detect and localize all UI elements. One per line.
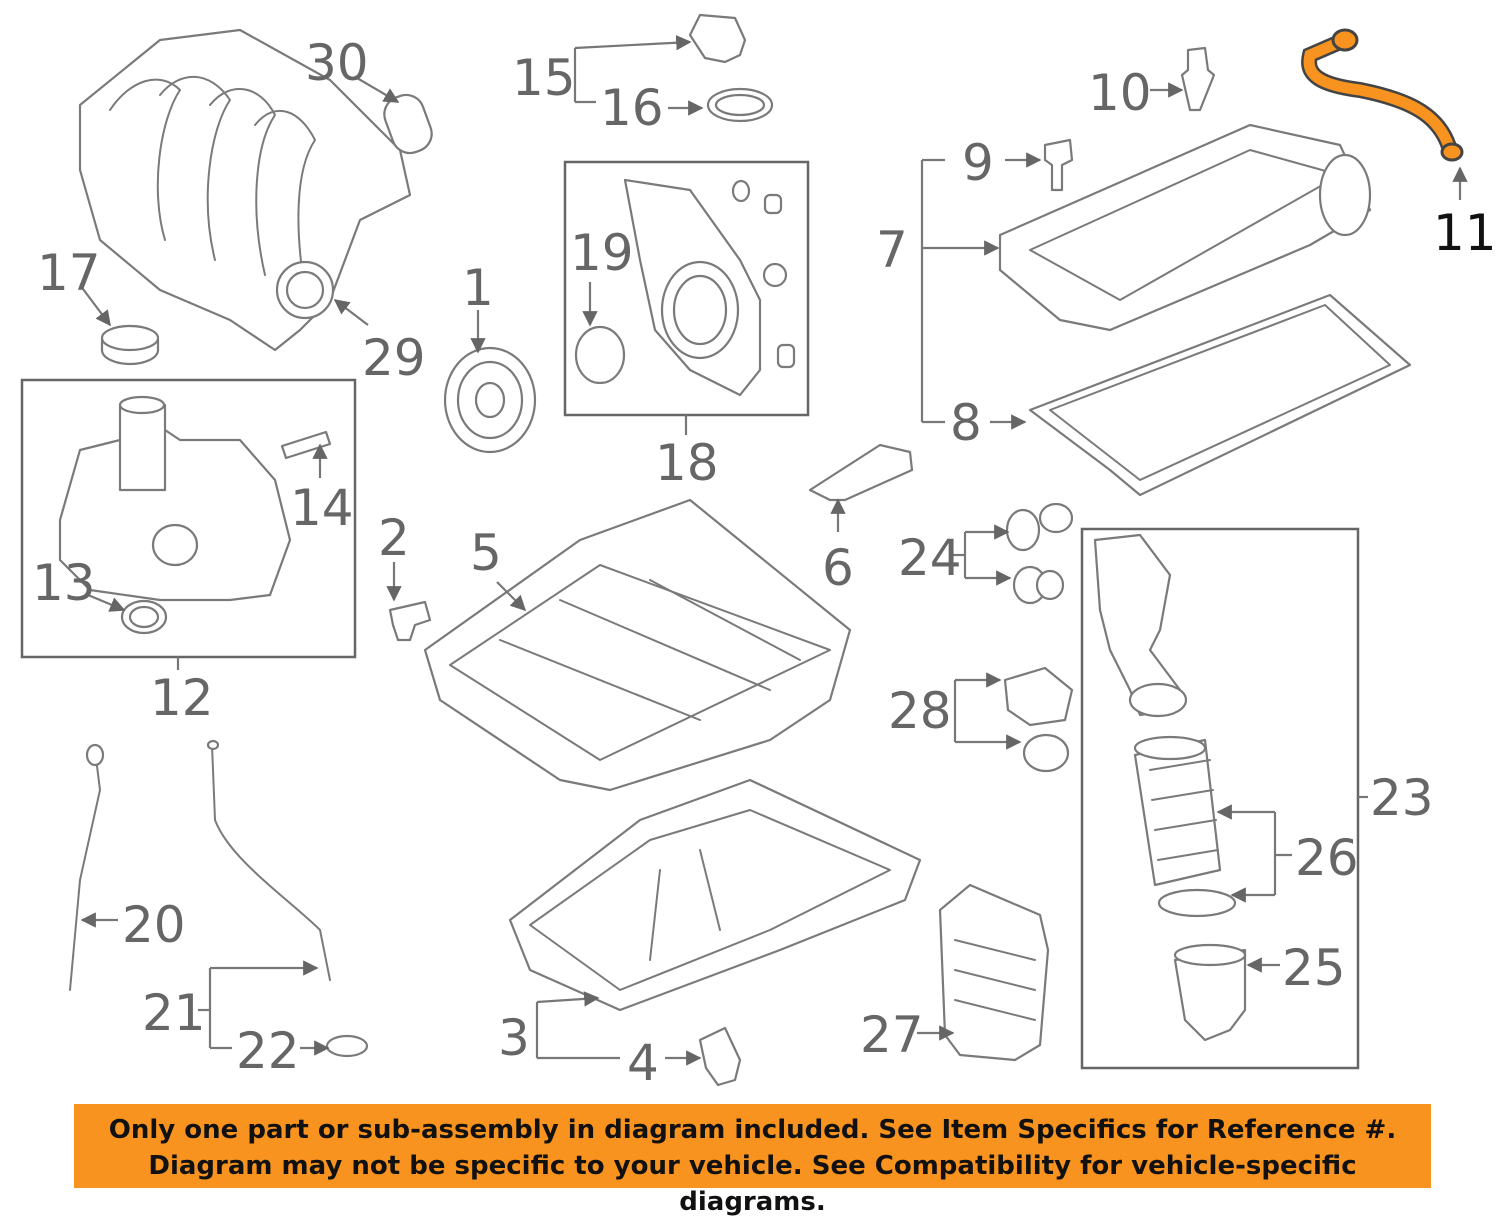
valve-cover-part xyxy=(998,123,1372,332)
oil-pan-upper-part xyxy=(423,498,852,792)
callout-14: 14 xyxy=(290,479,354,537)
callout-16: 16 xyxy=(600,79,664,137)
oil-cooler-part xyxy=(938,883,1050,1062)
leader-lines xyxy=(79,35,1468,1066)
callout-8: 8 xyxy=(950,394,982,452)
box-12 xyxy=(20,378,357,659)
breather-hose-part xyxy=(1301,28,1464,162)
callout-25: 25 xyxy=(1282,939,1346,997)
disclaimer-banner: Only one part or sub-assembly in diagram… xyxy=(74,1104,1431,1217)
callout-26: 26 xyxy=(1295,829,1359,887)
callout-11: 11 xyxy=(1433,204,1497,262)
box-23 xyxy=(1080,527,1360,1070)
callout-13: 13 xyxy=(32,554,96,612)
callout-3: 3 xyxy=(498,1009,530,1067)
callout-20: 20 xyxy=(122,896,186,954)
oil-pan-lower-part xyxy=(508,778,922,1012)
callout-7: 7 xyxy=(876,221,908,279)
callout-5: 5 xyxy=(470,524,502,582)
callout-27: 27 xyxy=(860,1006,924,1064)
intake-manifold-part xyxy=(78,28,412,352)
callout-15: 15 xyxy=(512,49,576,107)
oil-filter-housing-part xyxy=(1093,533,1188,718)
callout-9: 9 xyxy=(962,134,994,192)
callout-6: 6 xyxy=(822,539,854,597)
callout-22: 22 xyxy=(236,1022,300,1080)
callout-23: 23 xyxy=(1370,769,1434,827)
cover-12-part xyxy=(58,395,292,602)
disclaimer-line-2: Diagram may not be specific to your vehi… xyxy=(148,1151,1357,1217)
callout-24: 24 xyxy=(898,529,962,587)
crank-pulley-part xyxy=(443,346,537,454)
disclaimer-line-1: Only one part or sub-assembly in diagram… xyxy=(108,1115,1397,1145)
callout-19: 19 xyxy=(570,224,634,282)
callout-10: 10 xyxy=(1088,64,1152,122)
callout-12: 12 xyxy=(150,669,214,727)
timing-cover-part xyxy=(574,178,796,397)
callout-2: 2 xyxy=(378,509,410,567)
oil-filter-element-part xyxy=(1133,735,1222,887)
callout-28: 28 xyxy=(888,682,952,740)
callout-1: 1 xyxy=(462,259,494,317)
callout-21: 21 xyxy=(142,984,206,1042)
callout-4: 4 xyxy=(627,1034,659,1092)
callout-30: 30 xyxy=(305,34,369,92)
seal-ring-17-part xyxy=(100,324,160,366)
callout-18: 18 xyxy=(655,434,719,492)
callout-17: 17 xyxy=(37,244,101,302)
callout-29: 29 xyxy=(362,329,426,387)
